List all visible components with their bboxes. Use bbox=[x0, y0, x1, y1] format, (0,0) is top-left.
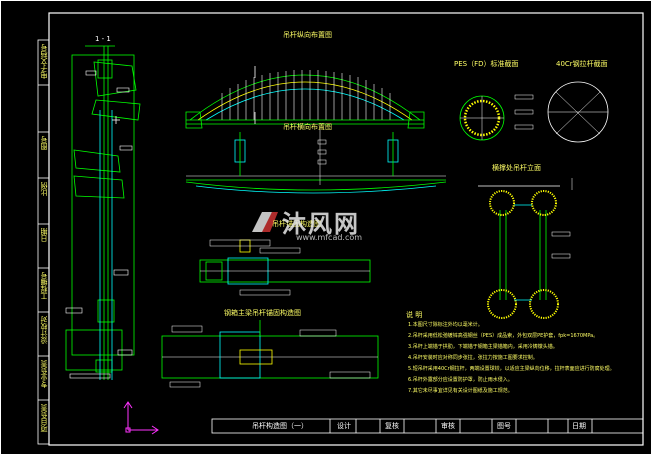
arch-elevation-drawing bbox=[185, 66, 425, 129]
strip-check: 设计校对 bbox=[40, 316, 48, 344]
strip-scale: 比例 bbox=[40, 182, 48, 196]
pes-section-title: PES（FD）标准截面 bbox=[454, 60, 519, 68]
cad-crosshair-icon bbox=[112, 116, 120, 124]
side-elevation-title: 横撑处吊杆立面 bbox=[492, 164, 541, 172]
notes-heading: 说 明 bbox=[406, 311, 423, 319]
date-label: 日期 bbox=[572, 422, 586, 430]
girder-anchorage-title: 钢箱主梁吊杆锚固构造图 bbox=[224, 309, 301, 317]
steel-rod-section-drawing bbox=[547, 81, 609, 143]
side-elevation-drawing bbox=[478, 178, 573, 319]
strip-project-lead: 项目负责 bbox=[40, 404, 48, 432]
watermark-brand: 沐风网 bbox=[282, 210, 360, 238]
anchor-detail-title: 吊杆锚固构造图 bbox=[272, 220, 321, 228]
steel-section-title: 40Cr钢拉杆截面 bbox=[556, 60, 608, 68]
plan-title: 吊杆横向布置图 bbox=[283, 123, 332, 131]
watermark-url: www.mfcad.com bbox=[296, 233, 363, 242]
note-line: 1.本图尺寸除标注外均以毫米计。 bbox=[408, 322, 483, 328]
note-line: 3.吊杆上端锚于拱肋，下端锚于钢箱主梁锚箱内，采用冷铸镦头锚。 bbox=[408, 344, 558, 350]
note-line: 2.吊杆采用低松弛镀锌高强钢丝（PES）成品索，外包双层PE护套，fpk=167… bbox=[408, 333, 599, 339]
ucs-axis-icon bbox=[123, 401, 159, 435]
section-1-1-leaders bbox=[65, 70, 133, 379]
anchor-detail-drawing bbox=[199, 239, 371, 296]
note-line: 6.吊杆外露部分应设置防护罩，防止雨水侵入。 bbox=[408, 377, 513, 383]
watermark-logo-icon bbox=[252, 212, 278, 232]
audit-label: 审核 bbox=[441, 422, 455, 430]
strip-date: 日期 bbox=[40, 228, 48, 242]
section-label: 1 - 1 bbox=[95, 35, 111, 43]
elevation-title: 吊杆纵向布置图 bbox=[283, 31, 332, 39]
pes-section-drawing bbox=[459, 94, 534, 141]
title-block-lines bbox=[211, 418, 644, 434]
review-label: 复核 bbox=[385, 422, 399, 430]
left-info-strip bbox=[37, 39, 50, 445]
drawing-name: 吊杆构造图（一） bbox=[252, 422, 308, 430]
girder-anchorage-drawing bbox=[161, 320, 379, 388]
drawing-no-label: 图号 bbox=[497, 422, 511, 430]
strip-discipline-lead: 专业负责 bbox=[40, 360, 48, 388]
section-1-1-drawing bbox=[65, 45, 141, 380]
strip-file-no: 电子文档号 bbox=[40, 44, 48, 79]
note-line: 7.其它未尽事宜详见有关设计图纸及施工规范。 bbox=[408, 388, 513, 394]
strip-project-no: 工程编号 bbox=[40, 272, 48, 300]
design-label: 设计 bbox=[337, 422, 351, 430]
plan-view-drawing bbox=[185, 130, 447, 194]
note-line: 5.短吊杆采用40Cr钢拉杆，两端设置球铰，以适应主梁纵向位移，拉杆表面应进行防… bbox=[408, 366, 615, 372]
strip-drawing-no: 图号 bbox=[40, 136, 48, 150]
note-line: 4.吊杆安装时应对称同步张拉，张拉力按施工图要求控制。 bbox=[408, 355, 538, 361]
